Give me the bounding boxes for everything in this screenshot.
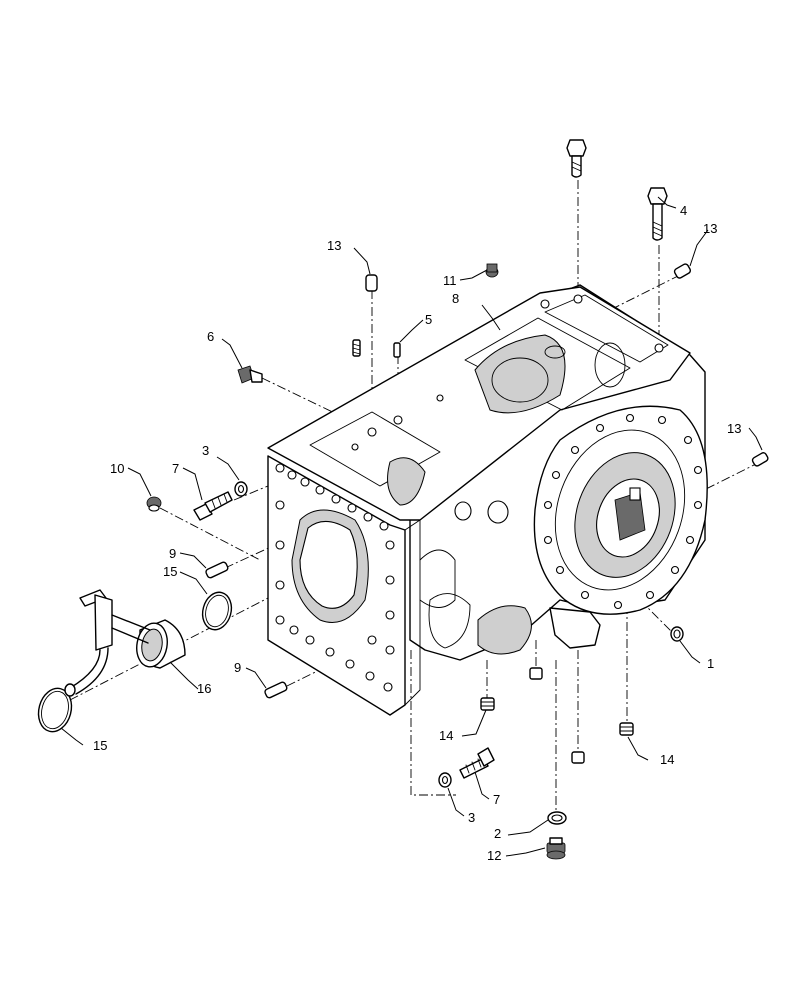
- bolt-4: [647, 187, 668, 241]
- callout-labels: 1 2 3 3 4 5 6 7 7 8 9 9 10 11 12 13 13 1…: [93, 203, 741, 863]
- callout-9: 9: [169, 546, 176, 561]
- callout-3: 3: [468, 810, 475, 825]
- dowel-pin-13-right: [751, 452, 769, 467]
- o-ring-15-upper: [201, 591, 233, 631]
- pin-5: [393, 342, 401, 358]
- tube-assembly: [64, 589, 151, 697]
- plug-11: [485, 263, 499, 278]
- plug-10: [146, 496, 162, 512]
- plug-lower-mid: [529, 667, 543, 680]
- plug-14-left: [480, 697, 495, 711]
- callout-3: 3: [202, 443, 209, 458]
- sleeve-16: [136, 619, 186, 669]
- fitting-6: [237, 365, 263, 384]
- callout-13: 13: [703, 221, 717, 236]
- callout-14: 14: [439, 728, 453, 743]
- callout-15: 15: [163, 564, 177, 579]
- transmission-housing: [267, 284, 708, 716]
- dowel-pin-13-right-top: [673, 263, 692, 279]
- callout-10: 10: [110, 461, 124, 476]
- hardware-parts: [37, 139, 769, 860]
- callout-13: 13: [327, 238, 341, 253]
- bolt-7-lower: [459, 747, 495, 779]
- callout-7: 7: [493, 792, 500, 807]
- callout-1: 1: [707, 656, 714, 671]
- callout-6: 6: [207, 329, 214, 344]
- dowel-pin-13-left: [365, 274, 378, 292]
- pin-9-upper: [205, 561, 229, 579]
- plug-lower-right: [571, 751, 585, 764]
- callout-2: 2: [494, 826, 501, 841]
- callout-12: 12: [487, 848, 501, 863]
- bolt-7-upper: [193, 491, 233, 521]
- callout-14: 14: [660, 752, 674, 767]
- pin-9-lower: [264, 681, 288, 699]
- callout-5: 5: [425, 312, 432, 327]
- callout-leaders: [60, 196, 763, 857]
- callout-13: 13: [727, 421, 741, 436]
- callout-9: 9: [234, 660, 241, 675]
- bolt-top-center: [566, 139, 587, 178]
- plug-14-right: [619, 722, 634, 736]
- front-face-holes: [275, 463, 395, 692]
- rear-flange-holes: [543, 413, 703, 610]
- stud-upper-left: [352, 339, 361, 357]
- drain-plug-12: [546, 837, 566, 860]
- callout-7: 7: [172, 461, 179, 476]
- o-ring-15-lower: [37, 687, 73, 733]
- callout-8: 8: [452, 291, 459, 306]
- callout-4: 4: [680, 203, 687, 218]
- callout-15: 15: [93, 738, 107, 753]
- callout-16: 16: [197, 681, 211, 696]
- callout-11: 11: [443, 273, 457, 288]
